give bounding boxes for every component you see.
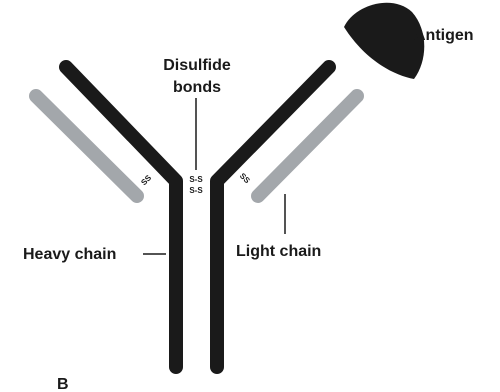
light-chain-left xyxy=(36,96,137,196)
heavy-chain-right xyxy=(217,67,329,367)
antigen-shape xyxy=(344,3,424,79)
disulfide-bond-hinge-lower: S-S xyxy=(189,186,203,195)
disulfide-label-line1: Disulfide xyxy=(163,57,231,74)
disulfide-bond-right-arm: SS xyxy=(238,171,252,185)
disulfide-bond-hinge-upper: S-S xyxy=(189,175,203,184)
disulfide-bond-left-arm: SS xyxy=(139,173,153,187)
light-chain-label: Light chain xyxy=(236,243,321,260)
antigen-label: Antigen xyxy=(414,27,474,44)
disulfide-label-line2: bonds xyxy=(173,79,221,96)
heavy-chain-label: Heavy chain xyxy=(23,246,116,263)
heavy-chain-left xyxy=(66,67,176,367)
light-chain-right xyxy=(258,96,357,196)
panel-letter: B xyxy=(57,376,69,392)
